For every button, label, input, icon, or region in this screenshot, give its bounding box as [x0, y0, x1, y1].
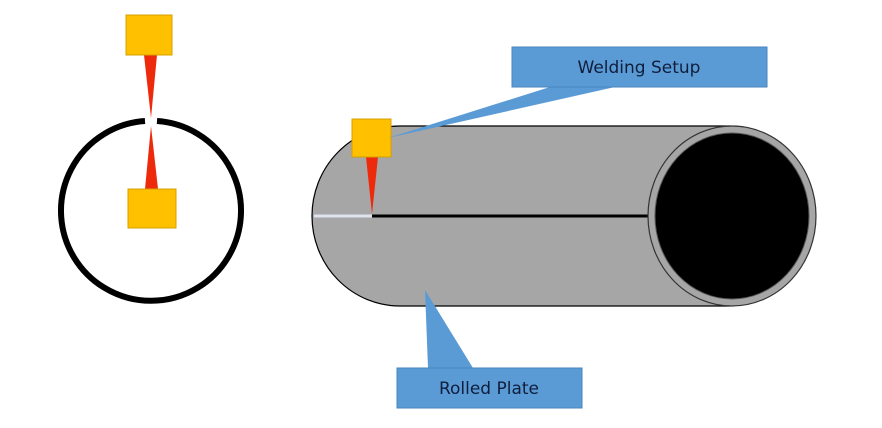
inner-torch	[127, 188, 177, 229]
cylinder-view	[311, 118, 817, 307]
welding-torch	[351, 118, 392, 158]
welding-setup-label: Welding Setup	[578, 58, 701, 78]
cross-section-view	[58, 14, 244, 304]
rolled-plate-box	[396, 367, 583, 409]
rolled-plate-callout: Rolled Plate	[396, 290, 583, 409]
outer-torch	[125, 14, 173, 56]
rolled-plate-pointer	[425, 290, 473, 368]
pipe-bore	[654, 132, 810, 300]
welding-setup-pointer	[388, 87, 615, 138]
welding-setup-box	[511, 46, 768, 88]
rolled-plate-label: Rolled Plate	[439, 379, 539, 399]
ring-cross-section	[58, 118, 244, 304]
outer-arc-beam	[144, 55, 157, 118]
welding-setup-callout: Welding Setup	[388, 46, 768, 138]
torch-arc	[366, 157, 378, 214]
inner-arc-beam	[145, 126, 158, 189]
